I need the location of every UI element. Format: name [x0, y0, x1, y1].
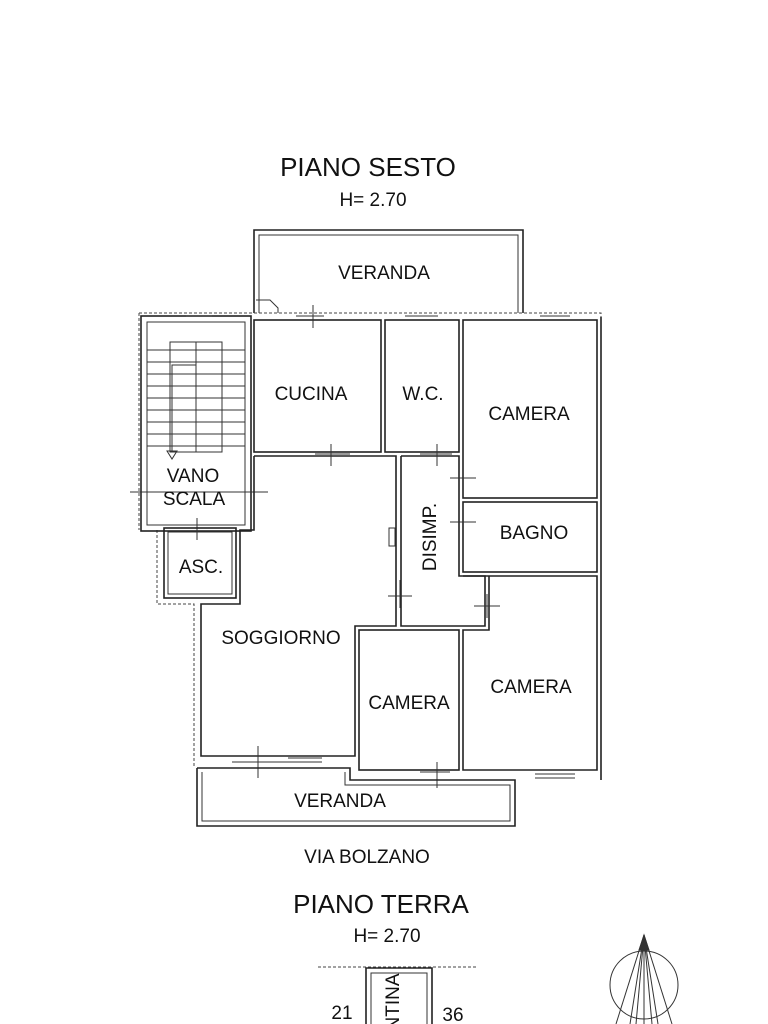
room-label-vano: VANO — [167, 466, 219, 487]
veranda-bottom — [196, 767, 516, 827]
piano-sesto-height: H= 2.70 — [339, 190, 406, 211]
door-and-window-marks — [186, 305, 575, 788]
room-label-wc: W.C. — [402, 384, 443, 405]
room-label-bagno: BAGNO — [500, 523, 569, 544]
street-label: VIA BOLZANO — [304, 847, 430, 868]
room-label-soggiorno: SOGGIORNO — [221, 628, 340, 649]
ground-floor-cellar — [318, 966, 478, 1024]
north-arrow-icon — [609, 933, 679, 1024]
piano-sesto-title: PIANO SESTO — [280, 152, 456, 182]
elevator — [163, 527, 237, 599]
stairwell — [130, 315, 268, 540]
interior-walls — [200, 317, 602, 780]
piano-terra-title: PIANO TERRA — [293, 889, 469, 919]
room-label-veranda-top: VERANDA — [338, 263, 430, 284]
room-label-camera-right: CAMERA — [490, 677, 572, 698]
exterior-boundary — [138, 312, 602, 780]
room-label-scala: SCALA — [163, 489, 226, 510]
room-label-disimp: DISIMP. — [420, 503, 441, 571]
room-label-veranda-bottom: VERANDA — [294, 791, 386, 812]
room-label-cucina: CUCINA — [275, 384, 348, 405]
veranda-top — [253, 229, 524, 313]
cellar-label: NTINA — [383, 973, 404, 1024]
room-label-camera-top: CAMERA — [488, 404, 570, 425]
piano-terra-height: H= 2.70 — [353, 926, 420, 947]
room-label-asc: ASC. — [179, 557, 223, 578]
room-label-camera-middle: CAMERA — [368, 693, 450, 714]
parcel-number-right: 36 — [442, 1005, 463, 1024]
parcel-number-left: 21 — [331, 1003, 352, 1024]
